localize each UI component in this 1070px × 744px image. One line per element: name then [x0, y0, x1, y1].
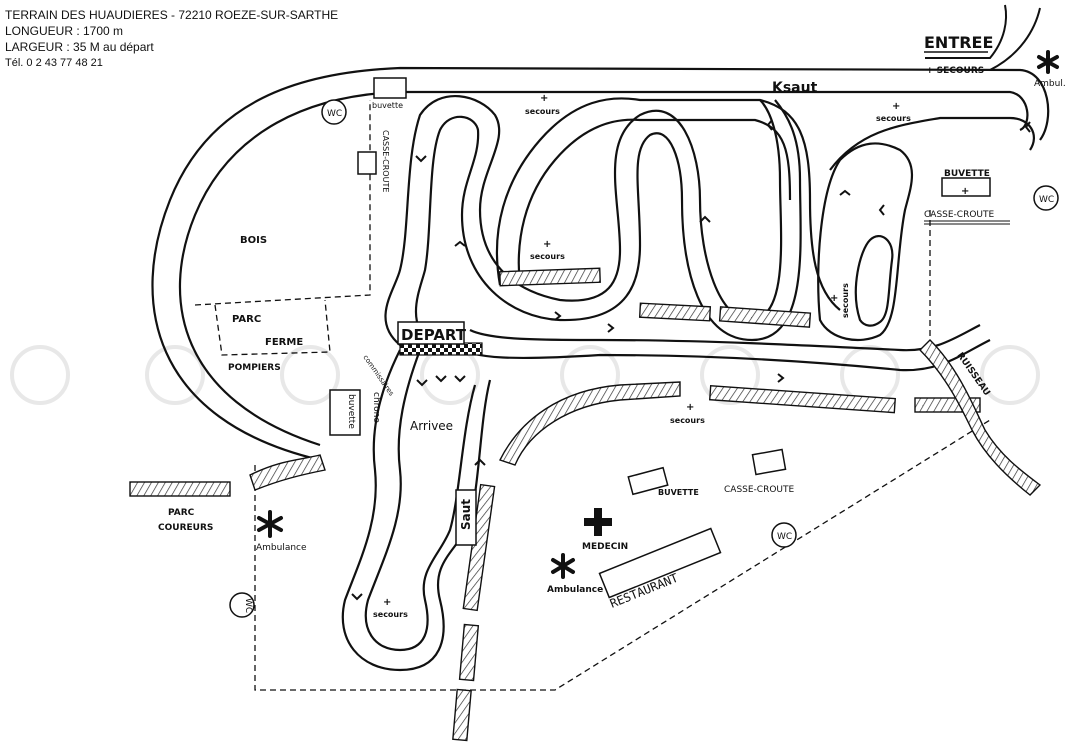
secours-entree-label: + SECOURS — [926, 66, 984, 76]
svg-text:+: + — [540, 93, 548, 104]
secours-label-4: secours — [841, 283, 850, 318]
ferme-label: FERME — [265, 337, 303, 348]
outer-track — [151, 66, 1050, 462]
secours-label-1: secours — [525, 107, 560, 116]
stream — [249, 339, 1042, 496]
width-line: LARGEUR : 35 M au départ — [5, 40, 154, 54]
parc-coureurs-label-1: PARC — [168, 508, 195, 518]
entree-label: ENTREE — [924, 33, 993, 52]
watermark — [10, 345, 1040, 405]
ambulance-left-label: Ambulance — [256, 543, 307, 553]
entrance-road — [925, 4, 1041, 71]
buvette-right-plus: + — [961, 186, 969, 197]
ambulance-mid-label: Ambulance — [547, 585, 603, 595]
ambulance-top-label: Ambul. — [1034, 79, 1066, 89]
phone-line: Tél. 0 2 43 77 48 21 — [5, 57, 103, 69]
depart-label: DEPART — [401, 326, 467, 344]
secours-label-3: secours — [530, 252, 565, 261]
saut-box — [455, 489, 477, 546]
lower-track — [341, 324, 991, 672]
buvette-top-label: buvette — [372, 101, 403, 110]
title-line: TERRAIN DES HUAUDIERES - 72210 ROEZE-SUR… — [5, 8, 339, 22]
svg-text:+: + — [686, 402, 694, 413]
direction-arrows — [351, 119, 1031, 601]
medecin-cross-icon — [584, 508, 612, 536]
length-line: LONGUEUR : 1700 m — [5, 24, 124, 38]
secours-labels: + secours + secours + secours + secours … — [373, 93, 911, 619]
wc-label-1: WC — [327, 109, 342, 119]
svg-text:+: + — [383, 597, 391, 608]
parc-label: PARC — [232, 314, 261, 325]
secours-label-5: secours — [670, 416, 705, 425]
secours-label-2: secours — [876, 114, 911, 123]
buvette-small-label: buvette — [346, 394, 356, 429]
ambulance-star-icons — [257, 50, 1059, 579]
wc-label-4: WC — [243, 598, 253, 613]
buildings — [329, 77, 991, 599]
chrono-label: chrono — [371, 392, 381, 423]
pompiers-label: POMPIERS — [228, 363, 281, 373]
bridges — [129, 267, 981, 742]
wc-label-3: WC — [777, 532, 792, 542]
casse-croute-vertical-label: CASSE-CROUTE — [381, 130, 390, 192]
buvette-mid-label: BUVETTE — [658, 488, 699, 497]
bois-label: BOIS — [240, 235, 267, 246]
depart-gate — [397, 321, 483, 356]
saut-label: Saut — [459, 499, 473, 530]
parc-coureurs-label-2: COUREURS — [158, 523, 213, 533]
svg-text:+: + — [543, 239, 551, 250]
casse-croute-mid-label: CASSE-CROUTE — [724, 485, 795, 495]
buvette-right-label: BUVETTE — [944, 169, 990, 179]
casse-croute-right-label: CASSE-CROUTE — [924, 210, 995, 220]
medecin-label: MEDECIN — [582, 542, 628, 552]
arrivee-label: Arrivee — [410, 419, 453, 433]
svg-text:+: + — [830, 293, 838, 304]
ksaut-label: Ksaut — [772, 80, 818, 96]
secours-label-6: secours — [373, 610, 408, 619]
svg-text:+: + — [892, 101, 900, 112]
wc-icons — [229, 99, 1059, 618]
wc-label-2: WC — [1039, 195, 1054, 205]
